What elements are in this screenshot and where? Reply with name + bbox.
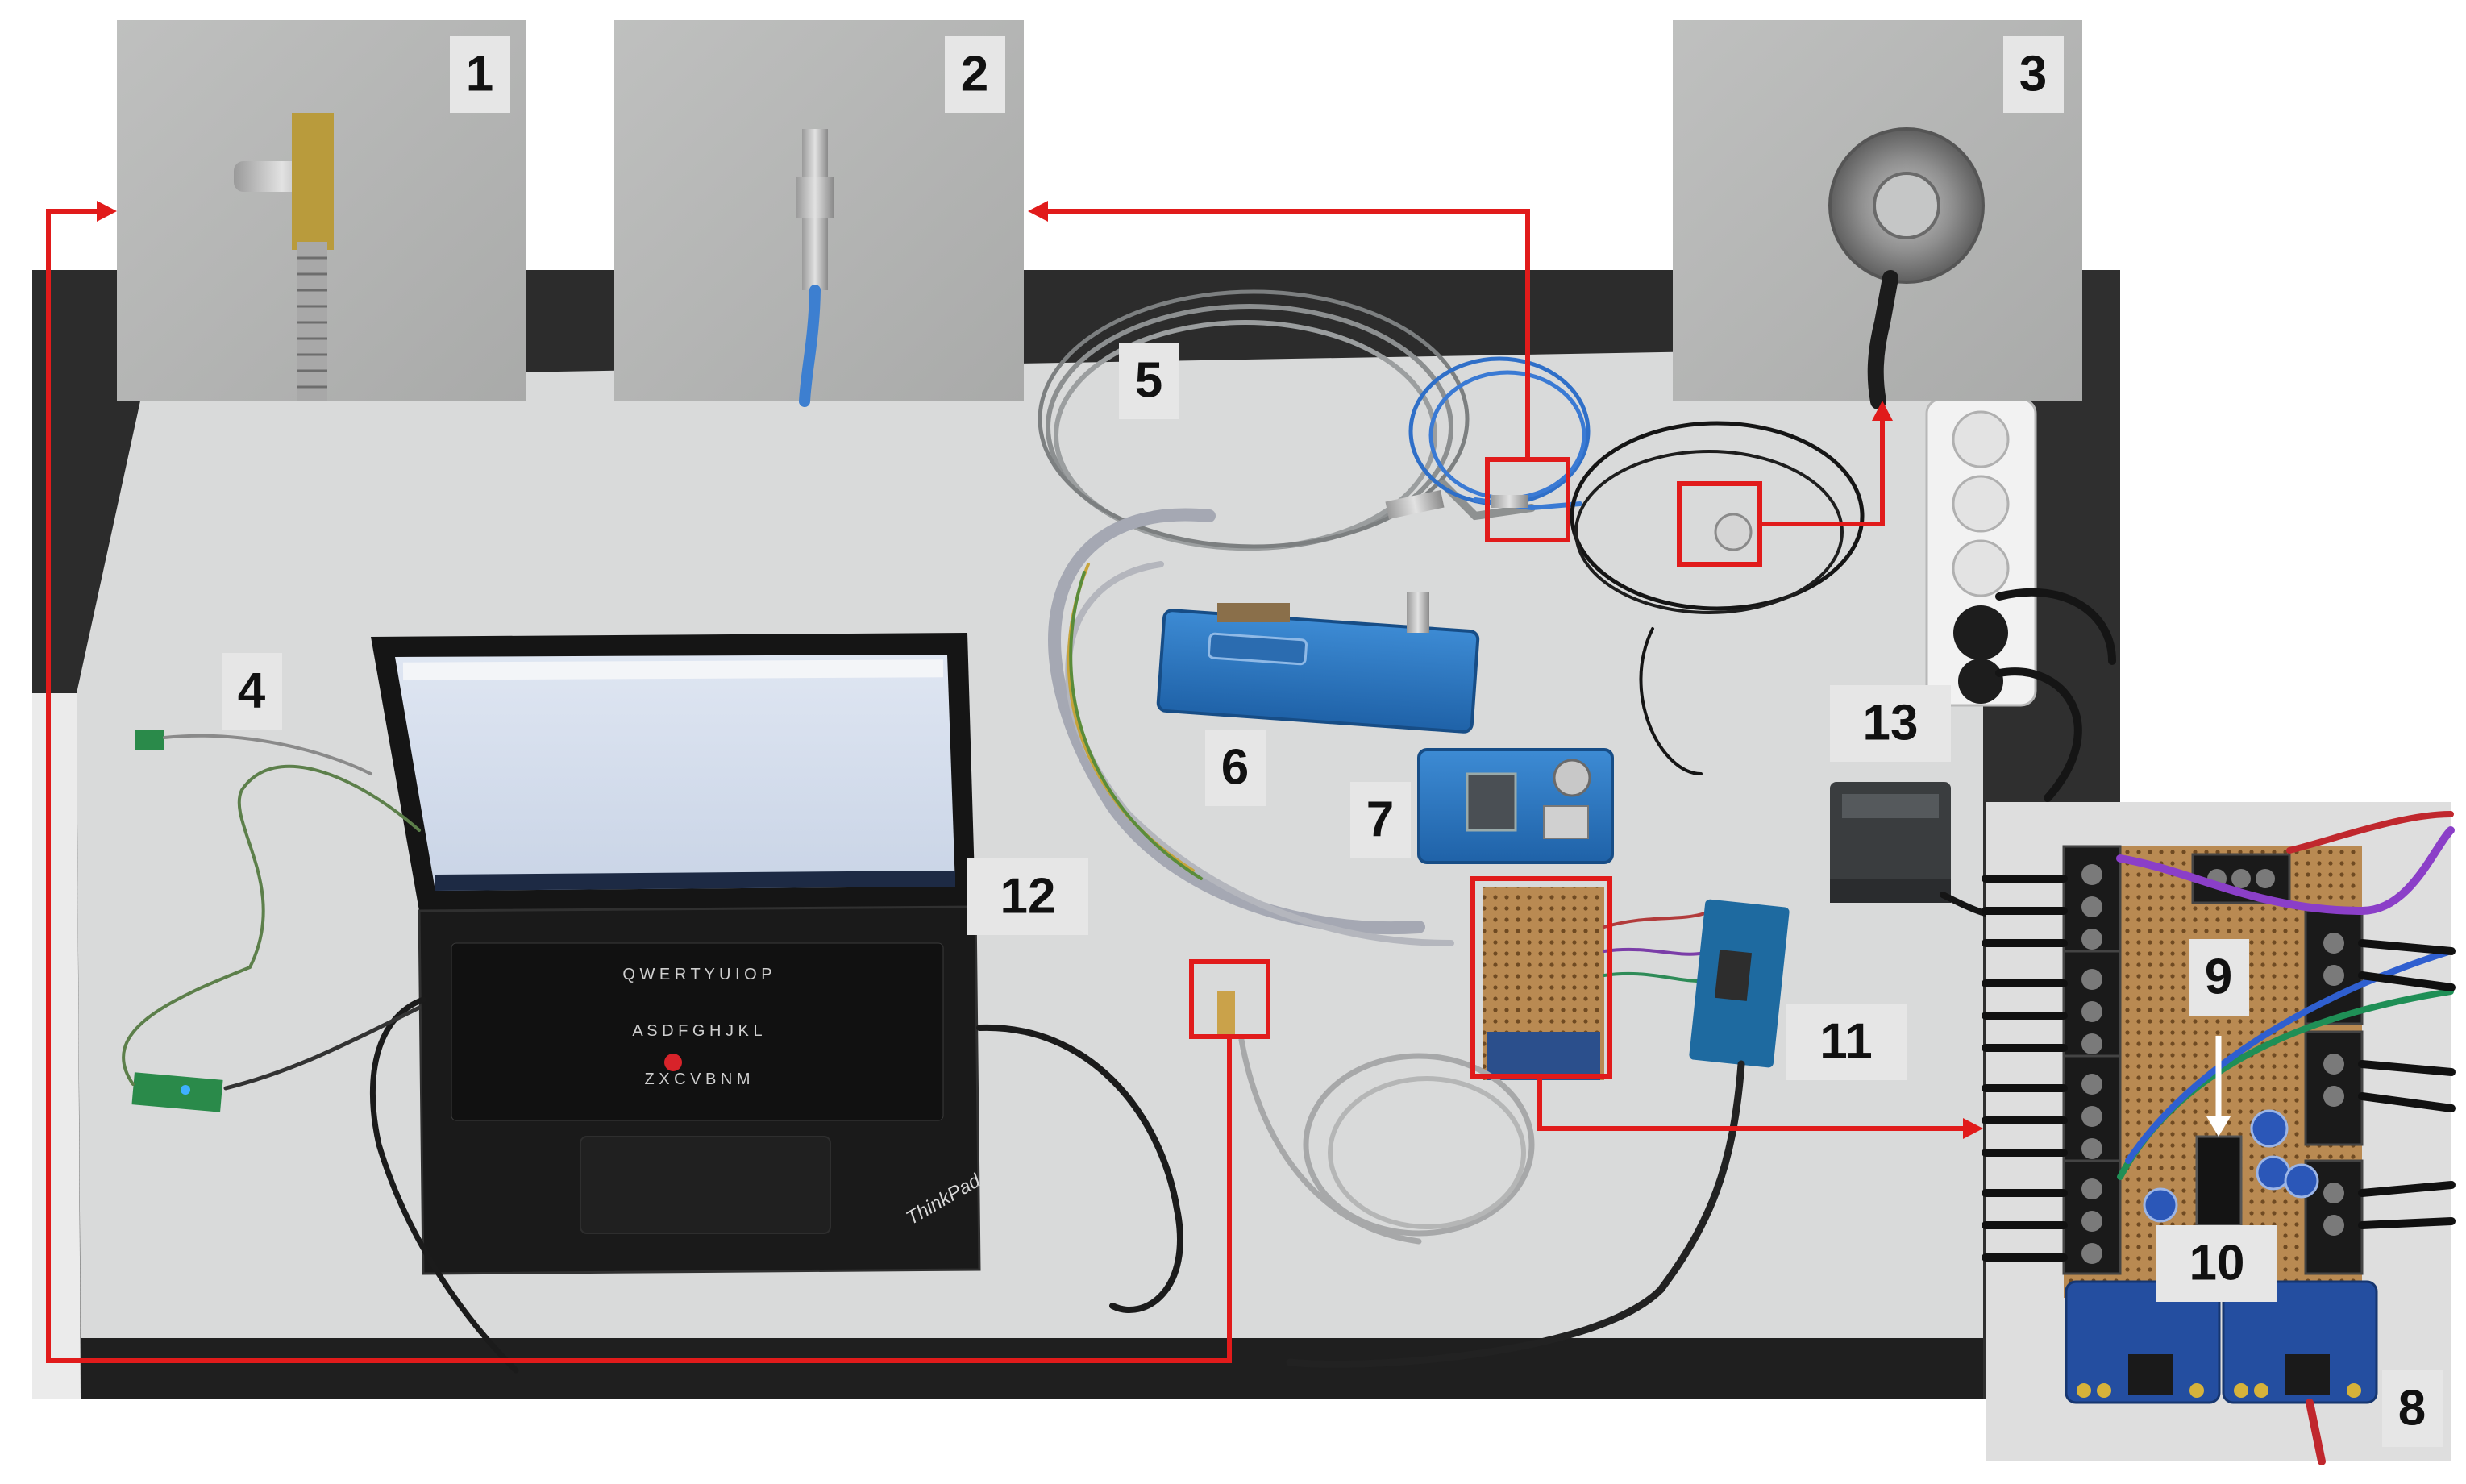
label-5-box: 5 xyxy=(1119,343,1179,419)
laptop: Q W E R T Y U I O P A S D F G H J K L Z … xyxy=(369,633,1183,1374)
label-8: 8 xyxy=(2398,1381,2426,1436)
label-10: 10 xyxy=(2189,1236,2245,1291)
label-1-box: 1 xyxy=(450,36,510,113)
sensor-board xyxy=(122,730,422,1112)
desk-surface xyxy=(77,347,1991,1338)
callout-lines xyxy=(46,201,1983,1363)
amplifier-breakout-left xyxy=(2065,1280,2221,1404)
touchpad xyxy=(580,1136,831,1234)
label-9-box: 9 xyxy=(2189,939,2249,1016)
label-4: 4 xyxy=(238,663,266,719)
key-row-z: Z X C V B N M xyxy=(644,1070,750,1088)
key-row-q: Q W E R T Y U I O P xyxy=(622,966,771,983)
label-9: 9 xyxy=(2205,950,2232,1005)
label-12: 12 xyxy=(1000,869,1056,925)
label-13: 13 xyxy=(1863,696,1919,751)
label-8-box: 8 xyxy=(2382,1370,2443,1447)
label-2: 2 xyxy=(961,47,988,102)
coiled-sensor-cable xyxy=(1038,289,1536,551)
label-2-box: 2 xyxy=(945,36,1005,113)
label-11: 11 xyxy=(1819,1014,1873,1070)
label-7-box: 7 xyxy=(1350,782,1411,858)
amplifier-cable xyxy=(1048,508,1454,946)
label-10-box: 10 xyxy=(2156,1225,2277,1302)
label-4-box: 4 xyxy=(222,653,282,730)
power-strip xyxy=(1925,397,2116,802)
force-sensor-cable xyxy=(1570,421,1865,775)
blue-sensor-cable xyxy=(1408,356,1591,511)
label-5: 5 xyxy=(1135,353,1162,409)
label-3: 3 xyxy=(2019,47,2047,102)
label-11-box: 11 xyxy=(1786,1004,1907,1080)
conditioning-board xyxy=(1483,887,1727,1080)
inset-photo-3 xyxy=(1673,20,2082,409)
microcontroller-board xyxy=(1286,899,1790,1368)
ic-chip xyxy=(2195,1135,2243,1227)
label-6: 6 xyxy=(1221,740,1249,796)
laptop-keyboard xyxy=(451,942,944,1121)
label-3-box: 3 xyxy=(2003,36,2064,113)
main-photo: Q W E R T Y U I O P A S D F G H J K L Z … xyxy=(32,270,2120,1399)
amplifier-breakout-right xyxy=(2222,1280,2378,1404)
power-supply-module xyxy=(1830,782,2019,920)
thermocouple-cable xyxy=(1217,991,1535,1245)
label-13-box: 13 xyxy=(1830,685,1951,762)
label-6-box: 6 xyxy=(1205,730,1266,806)
label-7: 7 xyxy=(1366,792,1394,848)
number-labels: 1 2 3 4 5 6 7 8 xyxy=(222,36,2443,1447)
label-12-box: 12 xyxy=(967,858,1088,935)
label-1: 1 xyxy=(466,47,493,102)
trackpoint-icon xyxy=(664,1054,682,1071)
signal-conditioner-module xyxy=(1417,748,1614,864)
key-row-a: A S D F G H J K L xyxy=(632,1022,762,1040)
inset-photo-8 xyxy=(1982,802,2456,1465)
charge-amplifier-module xyxy=(1156,592,1480,734)
